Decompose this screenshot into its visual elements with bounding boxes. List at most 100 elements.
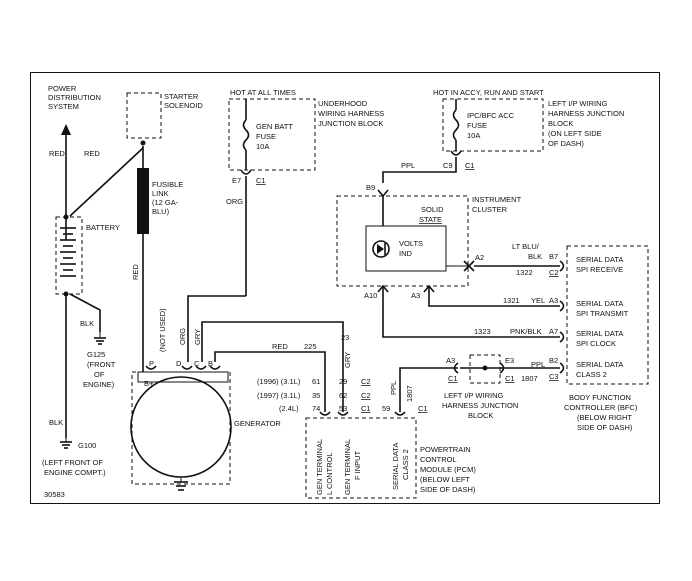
wire-color-gry-1: GRY <box>193 329 202 345</box>
starter-terminal <box>140 140 146 146</box>
wire-color-red-3: RED <box>131 264 140 280</box>
lt-blu-label-2: BLK <box>528 252 542 261</box>
volts-label-2: IND <box>399 249 413 258</box>
fusible-label-4: BLU) <box>152 207 170 216</box>
wire-color-blk-2: BLK <box>49 418 63 427</box>
hot-all-times-label: HOT AT ALL TIMES <box>230 88 296 97</box>
diagram-frame <box>30 72 660 504</box>
battery-label: BATTERY <box>86 223 120 232</box>
wire-gry-to-pcm <box>201 321 344 412</box>
pcm-l-label-1: GEN TERMINAL <box>315 439 324 495</box>
ipc-fuse-label-2: FUSE <box>467 121 487 130</box>
generator-label: GENERATOR <box>234 419 281 428</box>
underhood-label-1: UNDERHOOD <box>318 99 368 108</box>
wire-1322-label: 1322 <box>516 268 533 277</box>
year-1997-label: (1997) (3.1L) <box>257 391 301 400</box>
wire-color-org-2: ORG <box>178 328 187 345</box>
left-ip-bot-label-3: BLOCK <box>468 411 493 420</box>
pcm-label-5: SIDE OF DASH) <box>420 485 476 494</box>
fusible-link <box>137 168 149 234</box>
bfc-module-box <box>566 245 649 385</box>
left-ip-junction-block-bottom <box>469 354 501 384</box>
wire-org-to-generator <box>187 295 246 362</box>
wire-color-yel: YEL <box>531 296 545 305</box>
volts-indicator-icon <box>372 240 390 258</box>
c1-e7-label: C1 <box>256 176 266 185</box>
wire-ppl-to-pcm <box>399 367 458 412</box>
a3-ic-label: A3 <box>411 291 420 300</box>
b2-label: B2 <box>549 356 558 365</box>
serial-c2-label-1: SERIAL DATA <box>576 360 623 369</box>
c1-jb-label-a: C1 <box>448 374 458 383</box>
ground-g125-icon <box>94 332 106 345</box>
starter-label-2: SOLENOID <box>164 101 203 110</box>
diagram-code: 30583 <box>44 490 65 499</box>
bfc-label-2: CONTROLLER (BFC) <box>564 403 638 412</box>
not-used-label: (NOT USED) <box>158 308 167 352</box>
wire-color-gry-2: GRY <box>343 352 352 368</box>
ipc-bfc-fuse-icon <box>452 109 460 141</box>
lt-blu-label-1: LT BLU/ <box>512 242 540 251</box>
left-ip-top-label-1: LEFT I/P WIRING <box>548 99 607 108</box>
left-front-label-1: (LEFT FRONT OF <box>42 458 103 467</box>
pcm-label-4: (BELOW LEFT <box>420 475 470 484</box>
wire-color-ppl-2: PPL <box>531 360 545 369</box>
connector-pcm-f <box>337 411 349 416</box>
c1-c9-label: C1 <box>465 161 475 170</box>
hot-accy-label: HOT IN ACCY, RUN AND START <box>433 88 544 97</box>
fusible-label-1: FUSIBLE <box>152 180 183 189</box>
wire-1321-label: 1321 <box>503 296 520 305</box>
connector-c9 <box>450 150 462 156</box>
engine-24-label: (2.4L) <box>279 404 299 413</box>
pin-59-label: 59 <box>382 404 390 413</box>
c9-label: C9 <box>443 161 453 170</box>
left-ip-top-label-5: OF DASH) <box>548 139 584 148</box>
a2-label: A2 <box>475 253 484 262</box>
fusible-label-3: (12 GA- <box>152 198 179 207</box>
generator-box <box>131 371 231 485</box>
e7-label: E7 <box>232 176 241 185</box>
instrument-label-2: CLUSTER <box>472 205 508 214</box>
fusible-label-2: LINK <box>152 189 169 198</box>
c3-label: C3 <box>549 372 559 381</box>
left-ip-top-label-4: (ON LEFT SIDE <box>548 129 602 138</box>
connector-a3-bfc <box>559 300 565 312</box>
left-ip-top-label-2: HARNESS JUNCTION <box>548 109 624 118</box>
c1-label-c: C1 <box>361 404 371 413</box>
underhood-label-3: JUNCTION BLOCK <box>318 119 383 128</box>
serial-rx-label-1: SERIAL DATA <box>576 255 623 264</box>
wire-color-pnkblk: PNK/BLK <box>510 327 542 336</box>
wire-color-red-2: RED <box>84 149 100 158</box>
gen-batt-label-1: GEN BATT <box>256 122 293 131</box>
pcm-l-label-2: L CONTROL <box>325 452 334 495</box>
connector-b2 <box>559 362 565 374</box>
pcm-serial-label-2: CLASS 2 <box>401 449 410 480</box>
wire-battery-to-starter <box>69 147 144 217</box>
pcm-serial-label-1: SERIAL DATA <box>391 443 400 490</box>
instrument-label-1: INSTRUMENT <box>472 195 522 204</box>
generator-connector <box>137 365 229 383</box>
a3-jb-label: A3 <box>446 356 455 365</box>
connector-pcm-l <box>319 411 331 416</box>
wire-225-label: 225 <box>304 342 317 351</box>
connector-e3 <box>499 362 505 374</box>
pcm-label-2: CONTROL <box>420 455 457 464</box>
serial-rx-label-2: SPI RECEIVE <box>576 265 623 274</box>
starter-solenoid-box <box>126 92 162 139</box>
wire-ppl-to-cluster <box>382 157 457 183</box>
pin-35-label: 35 <box>312 391 320 400</box>
year-1996-label: (1996) (3.1L) <box>257 377 301 386</box>
gen-batt-label-3: 10A <box>256 142 269 151</box>
serial-clk-label-2: SPI CLOCK <box>576 339 616 348</box>
pin-29-label: 29 <box>339 377 347 386</box>
pcm-f-label-1: GEN TERMINAL <box>343 439 352 495</box>
connector-b7 <box>559 260 565 272</box>
underhood-label-2: WIRING HARNESS <box>318 109 384 118</box>
connector-pcm-serial <box>394 411 406 416</box>
power-dist-label-3: SYSTEM <box>48 102 79 111</box>
g125-label-4: ENGINE) <box>83 380 115 389</box>
g125-label-2: (FRONT <box>87 360 116 369</box>
wire-1807-label-b: 1807 <box>405 385 414 402</box>
